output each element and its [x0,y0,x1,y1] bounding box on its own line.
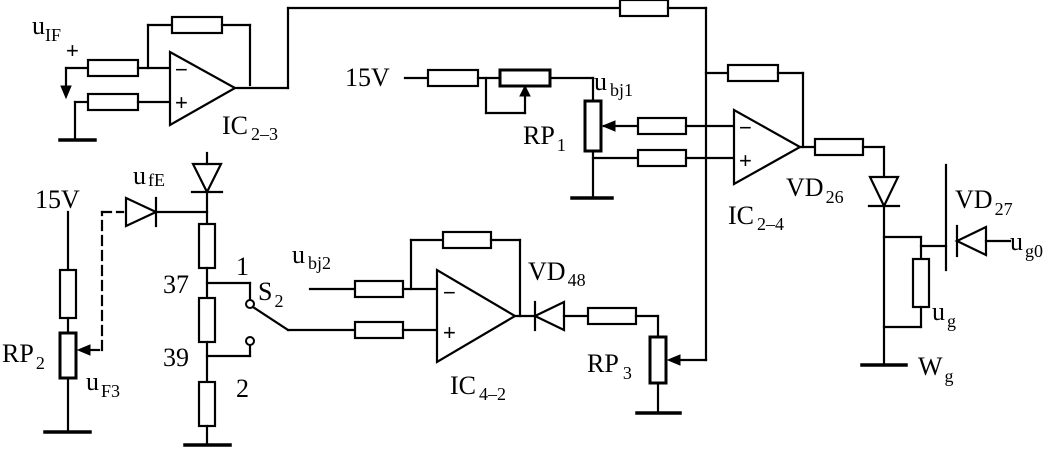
ic24-plus: + [739,148,752,173]
ic24-minus: − [739,115,752,140]
ic24-stage: − + [403,63,1012,367]
label-u-if: uIF [32,11,61,45]
diode-vd27 [954,225,988,257]
resistor-ug [911,257,931,309]
resistor-ic42-plus [353,320,405,340]
switch-s2-contact-1 [245,299,255,309]
opamp-ic42 [435,268,518,364]
rp1-wiper-arrow-icon [601,120,616,132]
resistor-vd48-series [586,306,638,326]
label-node-37: 37 [163,270,189,299]
uif-arrow-icon [60,85,72,100]
u-if-polarity: + [66,38,79,63]
resistor-divider-1 [197,222,217,270]
resistor-ic24-minus [636,116,688,136]
opamp-ic24 [732,108,803,186]
diode-ufe [191,162,223,195]
diode-ufe-input [124,196,159,228]
label-switch-pos-1: 1 [236,252,249,281]
ic23-minus: − [175,57,188,82]
ic23-stage: − + [58,0,708,362]
potentiometer-rp1 [583,99,603,153]
ic42-stage: − + [308,230,708,415]
opamp-ic23 [168,50,238,127]
ic42-minus: − [443,280,456,305]
divider-chain [124,151,357,447]
resistor-ic24-feedback [726,63,780,83]
ic42-plus: + [443,320,456,345]
switch-s2-contact-2 [245,336,255,346]
resistor-ic42-feedback [441,230,493,250]
label-15v-top: 15V [345,63,390,92]
resistor-ic24-output [813,137,865,157]
label-15v-left: 15V [35,185,80,214]
rheostat-rp1-series [498,68,552,88]
resistor-ic24-plus [636,148,688,168]
resistor-rp2-upper [58,268,78,320]
diode-vd48 [532,300,566,332]
rheostat-wiper-arrow-icon [519,84,531,97]
potentiometer-rp2 [58,331,78,380]
resistor-divider-2 [197,296,217,344]
potentiometer-rp3 [648,335,668,385]
resistor-top-link [618,0,670,18]
rp2-branch [43,210,125,434]
label-switch-pos-2: 2 [236,374,249,403]
resistor-ic42-minus [353,279,405,299]
resistor-ic23-plus [86,92,140,112]
rp3-wiper-arrow-icon [666,354,681,366]
resistor-divider-3 [197,380,217,428]
label-node-39: 39 [163,343,189,372]
ic23-plus: + [175,90,188,115]
resistor-15v-series [426,68,480,88]
switch-s2-blade [251,305,290,332]
rp2-wiper-arrow-icon [76,344,91,356]
resistor-ic23-feedback [170,15,224,35]
resistor-ic23-input [86,58,140,78]
diode-vd26 [868,175,900,209]
